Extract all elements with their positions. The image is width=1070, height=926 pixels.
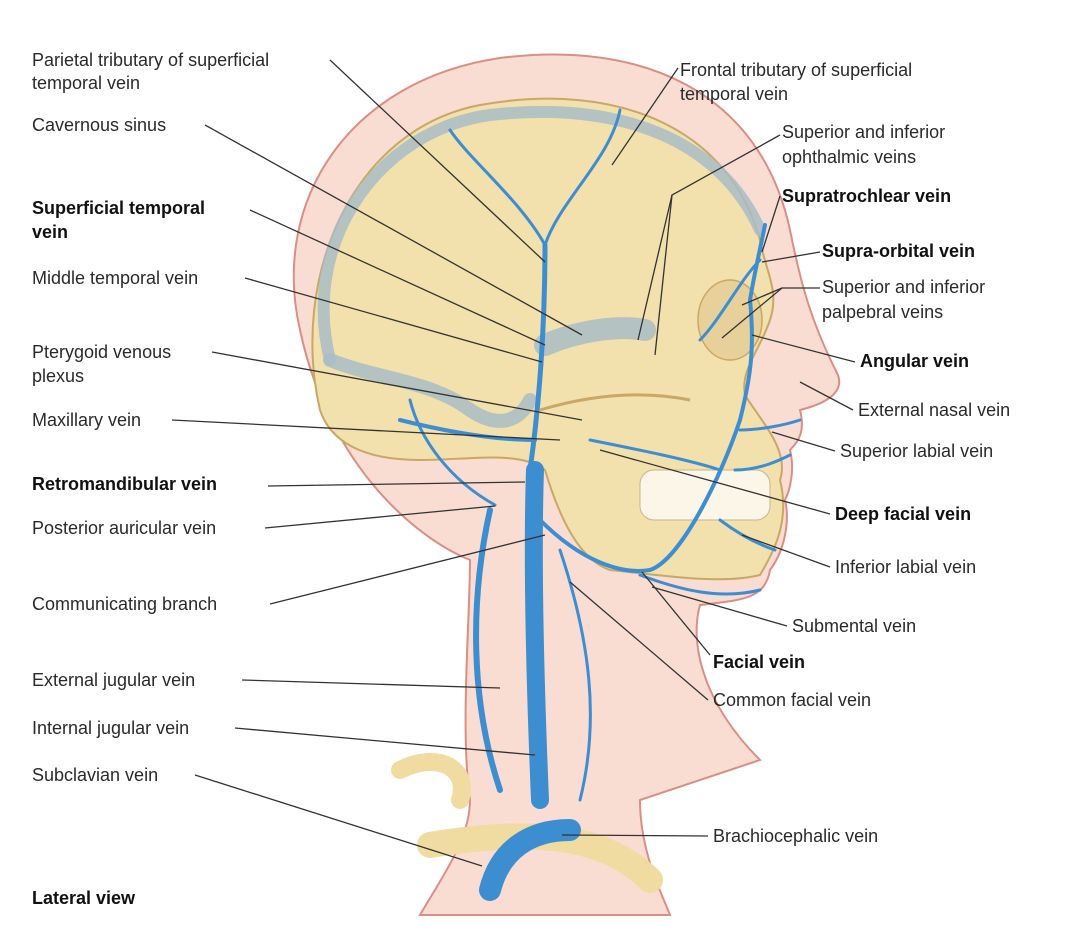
cavernous-sinus: [534, 317, 656, 356]
orbit: [697, 279, 763, 361]
view-label: Lateral view: [32, 888, 136, 908]
label-communicating-branch: Communicating branch: [32, 594, 217, 614]
label-cavernous-sinus: Cavernous sinus: [32, 115, 166, 135]
label-deep-facial-vein: Deep facial vein: [835, 504, 971, 524]
label-supra-orbital-vein: Supra-orbital vein: [822, 241, 975, 261]
teeth: [639, 469, 771, 521]
label-maxillary-vein: Maxillary vein: [32, 410, 141, 430]
label-external-nasal-vein: External nasal vein: [858, 400, 1010, 420]
veins: [398, 108, 802, 901]
label-facial-vein: Facial vein: [713, 652, 805, 672]
label-retromandibular-vein: Retromandibular vein: [32, 474, 217, 494]
label-middle-temporal-vein: Middle temporal vein: [32, 268, 198, 288]
leader-lines: [171, 59, 856, 867]
hyoid-bone: [391, 752, 471, 809]
label-submental-vein: Submental vein: [792, 616, 916, 636]
label-internal-jugular-vein: Internal jugular vein: [32, 718, 189, 738]
label-external-jugular-vein: External jugular vein: [32, 670, 195, 690]
label-superior-labial-vein: Superior labial vein: [840, 441, 993, 461]
transverse-sinus: [323, 353, 537, 428]
label-brachiocephalic-vein: Brachiocephalic vein: [713, 826, 878, 846]
label-supratrochlear-vein: Supratrochlear vein: [782, 186, 951, 206]
zygomatic-arch: [539, 393, 691, 412]
label-inferior-labial-vein: Inferior labial vein: [835, 557, 976, 577]
label-subclavian-vein: Subclavian vein: [32, 765, 158, 785]
label-common-facial-vein: Common facial vein: [713, 690, 871, 710]
superior-sagittal-sinus: [317, 105, 766, 366]
label-posterior-auricular-vein: Posterior auricular vein: [32, 518, 216, 538]
label-angular-vein: Angular vein: [860, 351, 969, 371]
